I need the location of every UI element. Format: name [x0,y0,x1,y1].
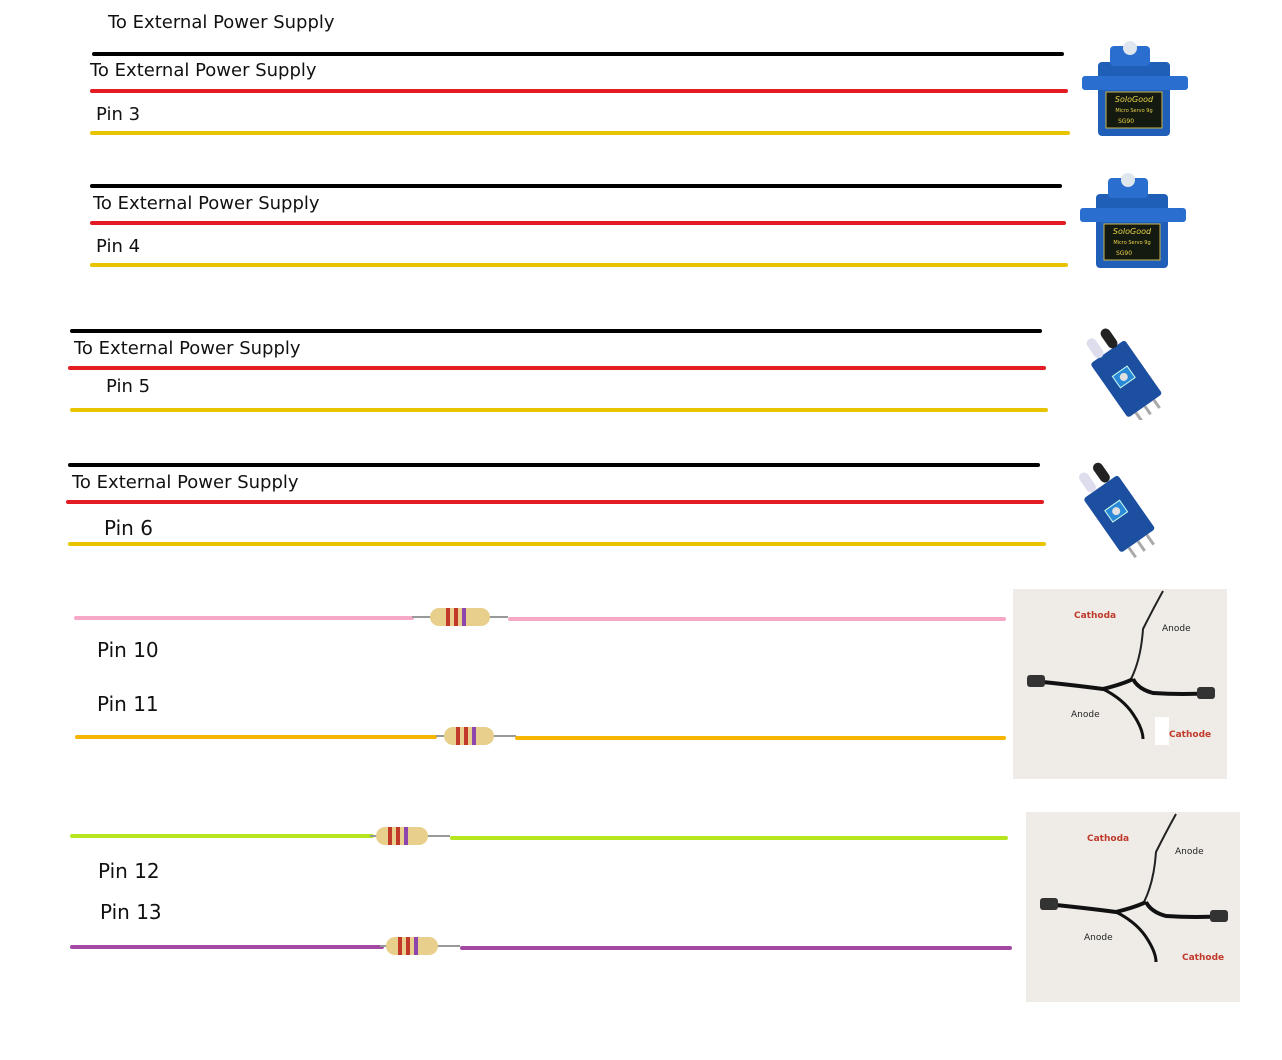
top-power-label: To External Power Supply [108,12,335,33]
led1-cathode-left-label: Cathoda [1074,611,1116,621]
ir2-signal-label: Pin 6 [104,516,153,540]
servo2-signal-label: Pin 4 [96,236,141,257]
led1-pin-a-label: Pin 10 [97,638,159,662]
ir1-gnd-wire [70,329,1042,333]
servo2-gnd-wire [90,184,1062,188]
led1-wire-a-left [74,616,414,620]
ir2-vcc-wire [66,500,1044,504]
servo2-motor: SoloGood Micro Servo 9g SG90 [1080,173,1186,268]
servo1-model-line: Micro Servo 9g [1115,108,1152,114]
servo2-model: SG90 [1116,250,1132,257]
led1-photo: Cathoda Anode Anode Cathode [1013,589,1227,779]
servo2-brand: SoloGood [1113,227,1152,236]
ir1-signal-wire [70,408,1048,412]
servo2-model-line: Micro Servo 9g [1113,240,1150,246]
servo2-vcc-wire [90,221,1066,225]
servo2-signal-wire [90,263,1068,267]
led1-resistor-a [412,608,508,626]
ir2-power-label: To External Power Supply [72,472,299,493]
led1-wire-b-left [75,735,437,739]
led1-resistor-b [436,727,516,745]
led1-wire-b-right [515,736,1006,740]
servo1-brand: SoloGood [1115,95,1154,104]
ir1-signal-label: Pin 5 [106,376,151,397]
led1-anode-top-label: Anode [1162,624,1191,634]
led2-resistor-b [380,937,460,955]
ir2-sensor [1079,462,1155,559]
led2-wire-b-right [460,946,1012,950]
led2-photo: Cathoda Anode Anode Cathode [1026,812,1240,1002]
servo1-gnd-wire [92,52,1064,56]
led2-pin-a-label: Pin 12 [98,859,160,883]
servo1-motor: SoloGood Micro Servo 9g SG90 [1082,41,1188,136]
led2-cathode-left-label: Cathoda [1087,834,1129,844]
led2-anode-top-label: Anode [1175,847,1204,857]
servo2-power-label: To External Power Supply [93,193,320,214]
ir1-vcc-wire [68,366,1046,370]
led1-wire-a-right [508,617,1006,621]
led2-cathode-right-label: Cathode [1182,953,1224,963]
servo1-model: SG90 [1118,118,1134,125]
led2-resistor-a [370,827,450,845]
led1-pin-b-label: Pin 11 [97,692,159,716]
ir2-gnd-wire [68,463,1040,467]
servo1-power-label: To External Power Supply [90,60,317,81]
servo1-vcc-wire [90,89,1068,93]
led2-anode-bottom-label: Anode [1084,933,1113,943]
ir2-signal-wire [68,542,1046,546]
servo1-signal-wire [90,131,1070,135]
servo1-signal-label: Pin 3 [96,104,141,125]
led2-wire-a-right [450,836,1008,840]
led1-cathode-right-label: Cathode [1169,730,1211,740]
ir1-sensor [1086,328,1162,420]
led2-wire-b-left [70,945,384,949]
led2-pin-b-label: Pin 13 [100,900,162,924]
ir1-power-label: To External Power Supply [74,338,301,359]
led1-anode-bottom-label: Anode [1071,710,1100,720]
led2-wire-a-left [70,834,374,838]
